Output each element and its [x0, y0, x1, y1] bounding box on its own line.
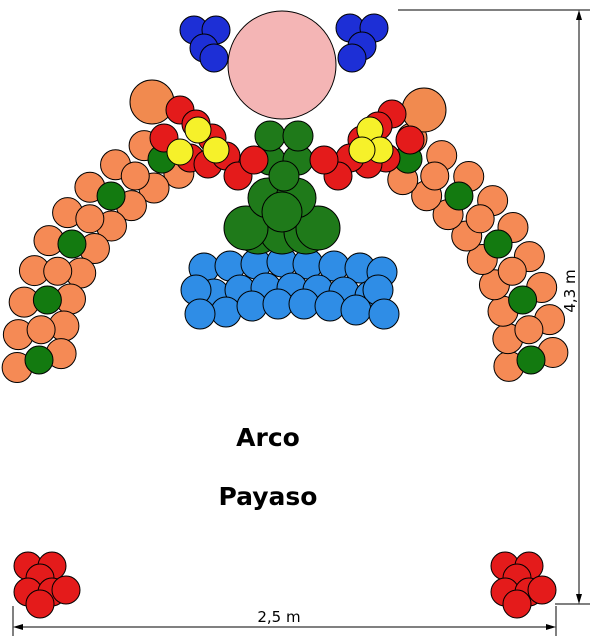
arch-balloon-green: [444, 181, 474, 211]
height-label: 4,3 m: [561, 269, 579, 312]
collar-balloon-blue: [236, 290, 268, 322]
arch-balloon-orange: [43, 256, 73, 286]
collar-balloon-blue: [314, 290, 346, 322]
title-line-1: Arco: [236, 423, 300, 452]
hair-balloon-right: [337, 43, 367, 73]
title-line-2: Payaso: [219, 482, 318, 511]
arch-balloon-green: [57, 229, 87, 259]
collar-balloon-blue: [288, 288, 320, 320]
left-sleeve-balloon-yellow: [184, 116, 212, 144]
right-sleeve-balloon-red: [395, 125, 425, 155]
torso-balloon-green: [282, 120, 314, 152]
arch-balloon-green: [32, 285, 62, 315]
right-sleeve-balloon-yellow: [348, 136, 376, 164]
arch-balloon-green: [508, 285, 538, 315]
right-sleeve-balloon-red: [309, 145, 339, 175]
collar-balloon-blue: [210, 296, 242, 328]
base-balloon-red: [25, 589, 55, 619]
hair-balloon-left: [199, 43, 229, 73]
collar-balloon-blue: [340, 294, 372, 326]
torso-balloon-green: [268, 160, 300, 192]
balloon-layer: [1, 10, 569, 619]
collar-balloon-blue: [368, 298, 400, 330]
arch-balloon-orange: [420, 161, 450, 191]
width-label: 2,5 m: [257, 608, 300, 626]
left-sleeve-balloon-red: [239, 145, 269, 175]
arch-balloon-green: [483, 229, 513, 259]
collar-balloon-blue: [184, 298, 216, 330]
arch-balloon-green: [516, 345, 546, 375]
arch-balloon-orange: [497, 256, 527, 286]
torso-balloon-green: [261, 191, 303, 233]
base-balloon-red: [51, 575, 81, 605]
arch-balloon-orange: [75, 204, 105, 234]
head-balloon: [227, 10, 337, 120]
arch-balloon-orange: [26, 315, 56, 345]
left-sleeve-balloon-yellow: [202, 136, 230, 164]
width-dimension: 2,5 m: [12, 606, 557, 636]
arch-balloon-orange: [120, 161, 150, 191]
left-sleeve-balloon-yellow: [166, 138, 194, 166]
height-dimension: 4,3 m: [398, 9, 590, 605]
arch-balloon-green: [96, 181, 126, 211]
left-hand-balloon: [129, 79, 175, 125]
arch-balloon-orange: [465, 204, 495, 234]
arch-balloon-orange: [514, 315, 544, 345]
base-balloon-red: [502, 589, 532, 619]
right-hand-balloon: [401, 87, 447, 133]
torso-balloon-green: [254, 120, 286, 152]
base-balloon-red: [527, 575, 557, 605]
arch-balloon-green: [24, 345, 54, 375]
torso-balloon-green: [295, 205, 341, 251]
torso-balloon-green: [223, 205, 269, 251]
